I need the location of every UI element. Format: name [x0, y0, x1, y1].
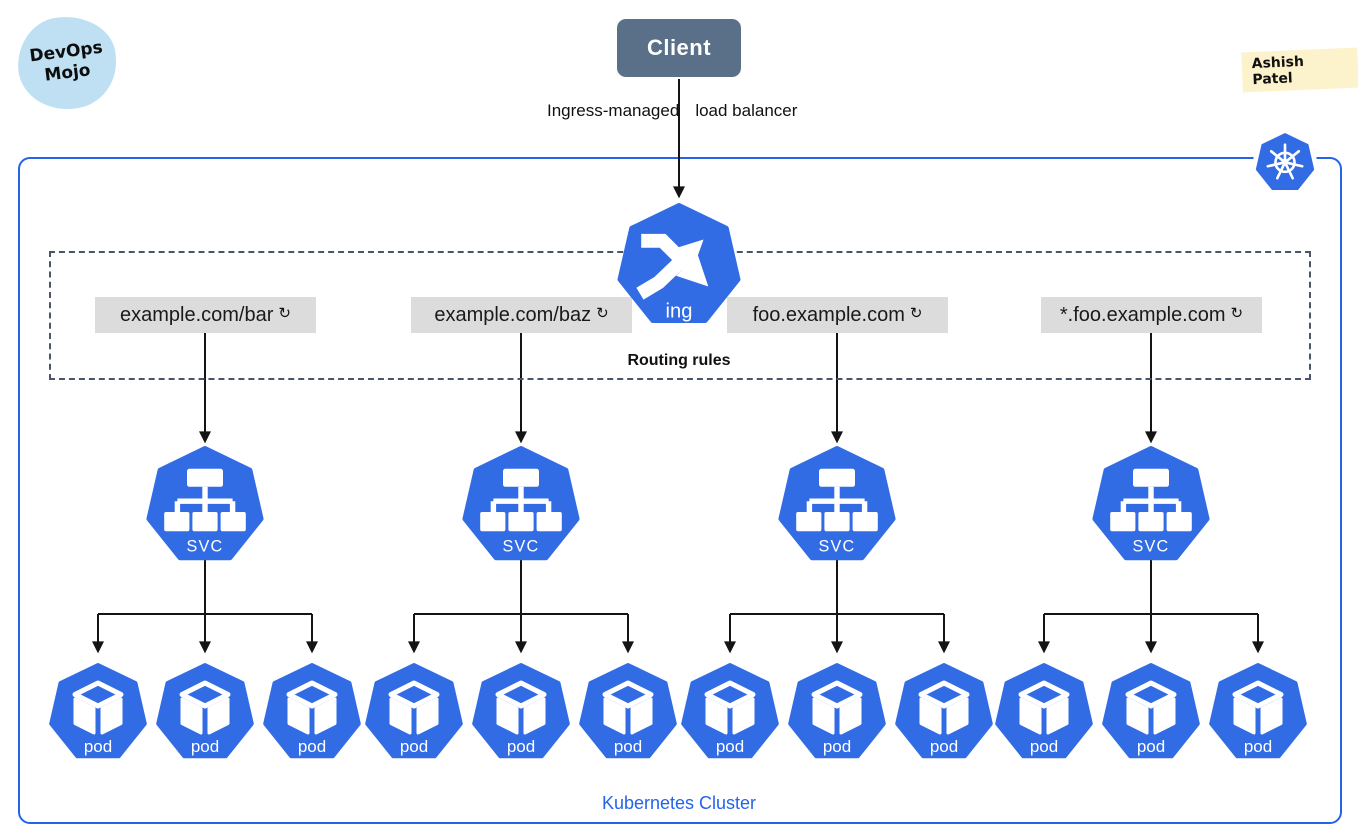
load-balancer-label-part2: load balancer — [695, 101, 798, 120]
svg-text:pod: pod — [191, 737, 219, 756]
routing-rule-label: *.foo.example.com ↻ — [1041, 297, 1262, 333]
service-icon: SVC — [1091, 446, 1211, 566]
svg-text:SVC: SVC — [187, 538, 224, 556]
svg-text:pod: pod — [400, 737, 428, 756]
svg-text:pod: pod — [84, 737, 112, 756]
pod-icon: pod — [994, 663, 1094, 763]
client-label: Client — [646, 35, 712, 60]
author-badge: Ashish Patel — [1241, 47, 1358, 93]
pod-icon: pod — [262, 663, 362, 763]
pod-icon: pod — [894, 663, 994, 763]
svg-text:pod: pod — [1244, 737, 1272, 756]
pod-icon: pod — [680, 663, 780, 763]
pod-icon: pod — [1208, 663, 1308, 763]
pod-icon: pod — [471, 663, 571, 763]
refresh-icon: ↻ — [278, 305, 291, 322]
svg-text:SVC: SVC — [819, 538, 856, 556]
refresh-icon: ↻ — [909, 305, 923, 322]
svg-text:pod: pod — [614, 737, 642, 756]
routing-rule-label: example.com/baz ↻ — [411, 297, 632, 333]
pod-icon: pod — [364, 663, 464, 763]
refresh-icon: ↻ — [1230, 305, 1244, 322]
pod-icon: pod — [1101, 663, 1201, 763]
cluster-label: Kubernetes Cluster — [601, 793, 757, 813]
service-icon: SVC — [461, 446, 581, 566]
svg-text:pod: pod — [716, 737, 744, 756]
svg-text:ing: ing — [666, 301, 693, 323]
load-balancer-label: Ingress-managed load balancer — [547, 101, 797, 121]
svg-text:pod: pod — [1030, 737, 1058, 756]
brand-badge-line2: Mojo — [43, 60, 92, 86]
routing-rule-label: foo.example.com ↻ — [727, 297, 948, 333]
svg-text:SVC: SVC — [503, 538, 540, 556]
pod-icon: pod — [48, 663, 148, 763]
svg-text:pod: pod — [930, 737, 958, 756]
routing-rule-label: example.com/bar ↻ — [95, 297, 316, 333]
svg-text:pod: pod — [507, 737, 535, 756]
svg-text:pod: pod — [1137, 737, 1165, 756]
refresh-icon: ↻ — [596, 305, 609, 322]
svg-text:SVC: SVC — [1133, 538, 1170, 556]
pod-icon: pod — [578, 663, 678, 763]
kubernetes-helm-icon — [1250, 127, 1320, 195]
service-icon: SVC — [777, 446, 897, 566]
svg-text:pod: pod — [823, 737, 851, 756]
svg-text:pod: pod — [298, 737, 326, 756]
service-icon: SVC — [145, 446, 265, 566]
pod-icon: pod — [787, 663, 887, 763]
load-balancer-label-part1: Ingress-managed — [547, 101, 680, 120]
routing-rules-title: Routing rules — [627, 352, 731, 369]
client-box: Client — [617, 19, 741, 77]
pod-icon: pod — [155, 663, 255, 763]
ingress-icon: ing — [616, 203, 742, 329]
